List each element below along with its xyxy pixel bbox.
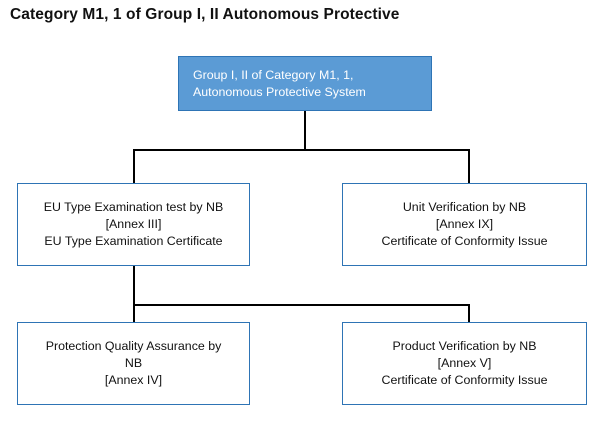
root-node-line-2: Autonomous Protective System	[193, 84, 366, 99]
eu-type-examination-line-2: [Annex III]	[105, 217, 162, 231]
connector-down-left-level-2	[133, 304, 135, 323]
unit-verification-line-2: [Annex IX]	[435, 217, 494, 231]
connector-root-down	[304, 111, 306, 150]
unit-verification-line-1: Unit Verification by NB	[402, 200, 527, 214]
connector-down-right-level-1	[468, 149, 470, 184]
root-node: Group I, II of Category M1, 1, Autonomou…	[178, 56, 432, 111]
protection-quality-line-3: [Annex IV]	[104, 373, 163, 387]
protection-quality-assurance-node: Protection Quality Assurance by NB [Anne…	[17, 322, 250, 405]
eu-type-examination-node: EU Type Examination test by NB [Annex II…	[17, 183, 250, 266]
product-verification-line-2: [Annex V]	[437, 356, 492, 370]
connector-down-level-2	[133, 266, 135, 305]
product-verification-line-1: Product Verification by NB	[392, 339, 537, 353]
unit-verification-node: Unit Verification by NB [Annex IX] Certi…	[342, 183, 587, 266]
connector-down-left-level-1	[133, 149, 135, 184]
unit-verification-line-3: Certificate of Conformity Issue	[381, 234, 548, 248]
root-node-line-1: Group I, II of Category M1, 1,	[193, 67, 354, 82]
page-title: Category M1, 1 of Group I, II Autonomous…	[10, 6, 400, 23]
eu-type-examination-line-3: EU Type Examination Certificate	[44, 234, 223, 248]
eu-type-examination-line-1: EU Type Examination test by NB	[43, 200, 224, 214]
connector-split-level-1	[133, 149, 470, 151]
connector-split-level-2	[133, 304, 470, 306]
protection-quality-line-2: NB	[124, 356, 143, 370]
product-verification-line-3: Certificate of Conformity Issue	[381, 373, 548, 387]
connector-down-right-level-2	[468, 304, 470, 323]
protection-quality-line-1: Protection Quality Assurance by	[45, 339, 222, 353]
product-verification-node: Product Verification by NB [Annex V] Cer…	[342, 322, 587, 405]
